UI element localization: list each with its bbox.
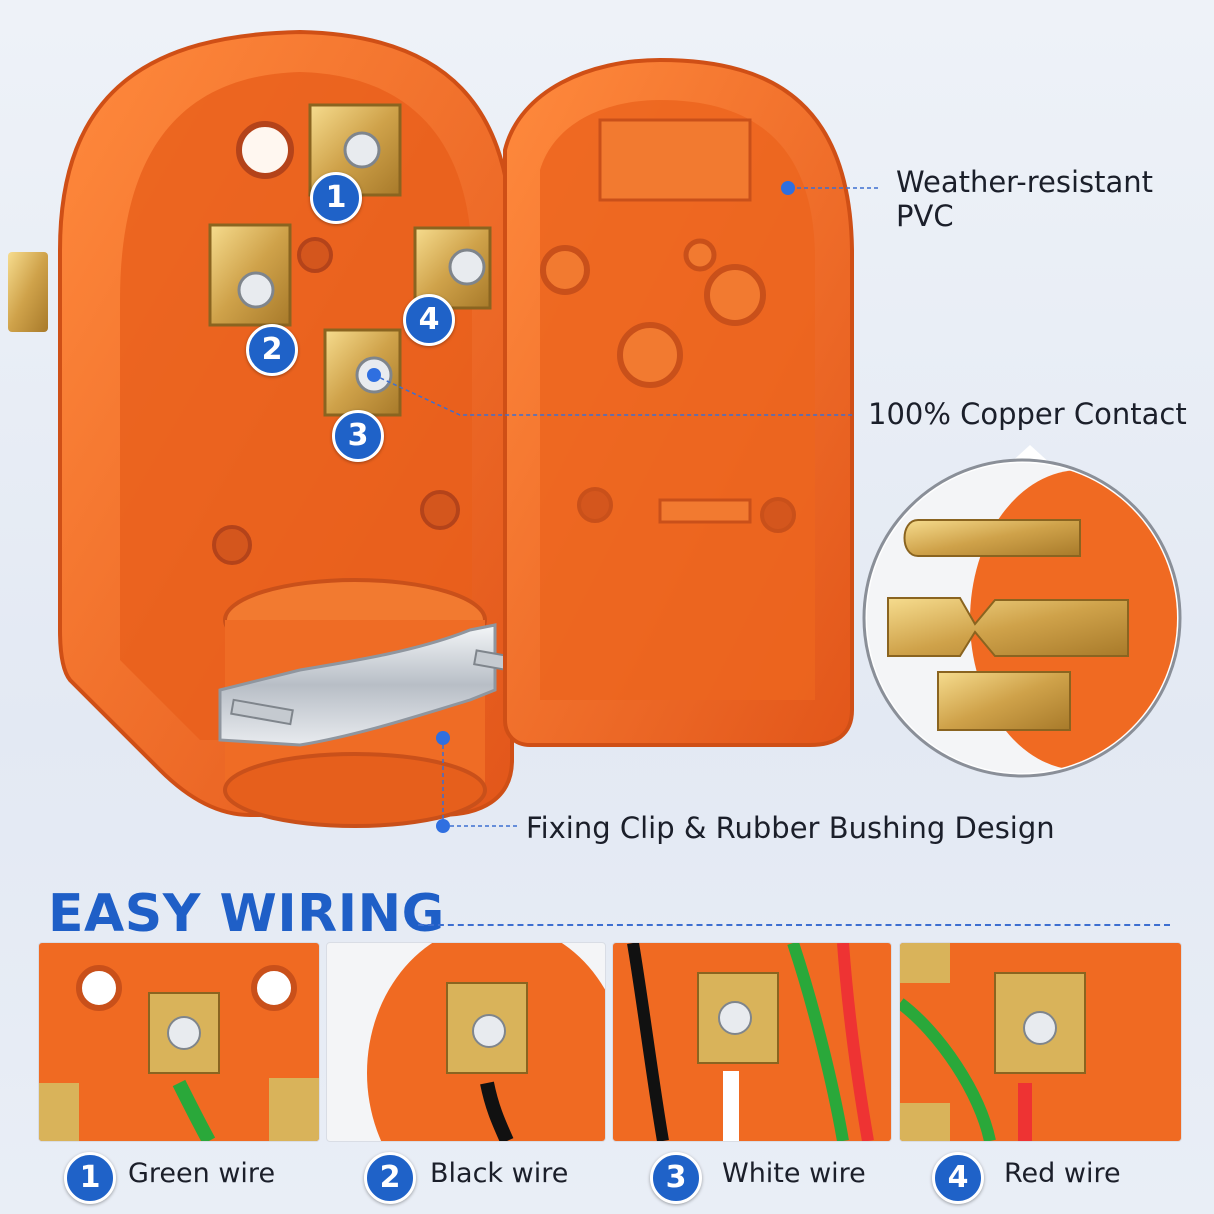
- wiring-photo-white: [612, 942, 892, 1142]
- plug-illustration: [8, 29, 1182, 833]
- section-title: EASY WIRING: [48, 884, 445, 944]
- step-label-black: Black wire: [430, 1158, 569, 1189]
- title-divider: [418, 924, 1170, 926]
- step-badge-3: 3: [650, 1152, 702, 1204]
- terminal-badge-4: 4: [403, 294, 455, 346]
- callout-dot: [781, 181, 795, 195]
- step-label-white: White wire: [722, 1158, 866, 1189]
- step-label-green: Green wire: [128, 1158, 276, 1189]
- plug-cover-half: [503, 57, 854, 747]
- callout-clip: Fixing Clip & Rubber Bushing Design: [526, 811, 1055, 845]
- step-badge-1: 1: [64, 1152, 116, 1204]
- terminal-badge-1: 1: [310, 172, 362, 224]
- callout-dot: [367, 368, 381, 382]
- step-label-red: Red wire: [1004, 1158, 1121, 1189]
- step-badge-4: 4: [932, 1152, 984, 1204]
- terminal-badge-2: 2: [246, 324, 298, 376]
- wiring-photo-green: [38, 942, 320, 1142]
- step-badge-2: 2: [364, 1152, 416, 1204]
- callout-dot: [436, 819, 450, 833]
- plug-base-half: [8, 29, 532, 828]
- prong-closeup: [862, 445, 1182, 778]
- terminal-badge-3: 3: [332, 410, 384, 462]
- callout-weather-line2: PVC: [896, 199, 954, 233]
- callout-dot: [436, 731, 450, 745]
- wiring-photo-black: [326, 942, 606, 1142]
- callout-leaders: [373, 187, 878, 827]
- callout-weather-line1: Weather-resistant: [896, 165, 1154, 199]
- callout-copper: 100% Copper Contact: [868, 397, 1187, 431]
- wiring-photo-red: [899, 942, 1182, 1142]
